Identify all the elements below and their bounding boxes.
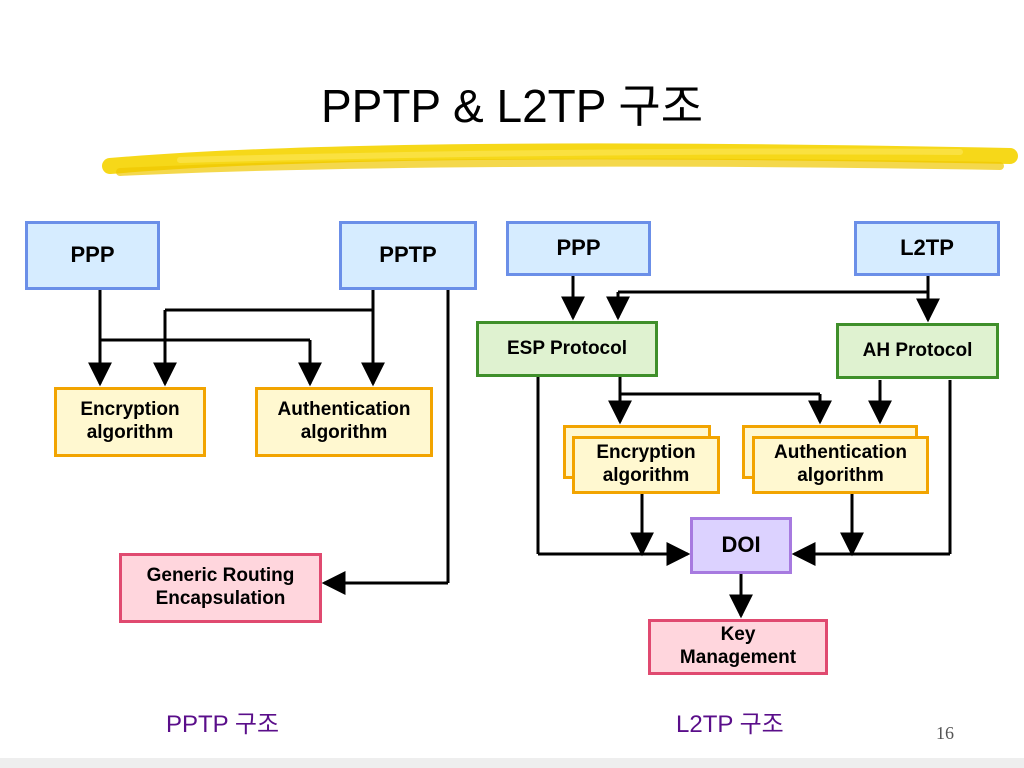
l2tp-encryption-algorithm-box: Encryption algorithm xyxy=(572,436,720,494)
key-management-box: Key Management xyxy=(648,619,828,675)
l2tp-connectors xyxy=(536,276,952,619)
pptp-authentication-algorithm-box: Authentication algorithm xyxy=(255,387,433,457)
highlighter-underline xyxy=(102,143,1018,176)
pptp-caption: PPTP 구조 xyxy=(166,711,280,738)
doi-box: DOI xyxy=(690,517,792,574)
generic-routing-encapsulation-box: Generic Routing Encapsulation xyxy=(119,553,322,623)
pptp-encryption-algorithm-box: Encryption algorithm xyxy=(54,387,206,457)
slide-title: PPTP & L2TP 구조 xyxy=(320,80,704,132)
pptp-ppp-box: PPP xyxy=(25,221,160,290)
footer-bar xyxy=(0,758,1024,768)
l2tp-authentication-algorithm-box: Authentication algorithm xyxy=(752,436,929,494)
ah-protocol-box: AH Protocol xyxy=(836,323,999,379)
esp-protocol-box: ESP Protocol xyxy=(476,321,658,377)
pptp-connectors xyxy=(88,290,450,595)
page-number: 16 xyxy=(936,723,954,743)
l2tp-l2tp-box: L2TP xyxy=(854,221,1000,276)
l2tp-caption: L2TP 구조 xyxy=(676,711,784,738)
pptp-pptp-box: PPTP xyxy=(339,221,477,290)
l2tp-ppp-box: PPP xyxy=(506,221,651,276)
